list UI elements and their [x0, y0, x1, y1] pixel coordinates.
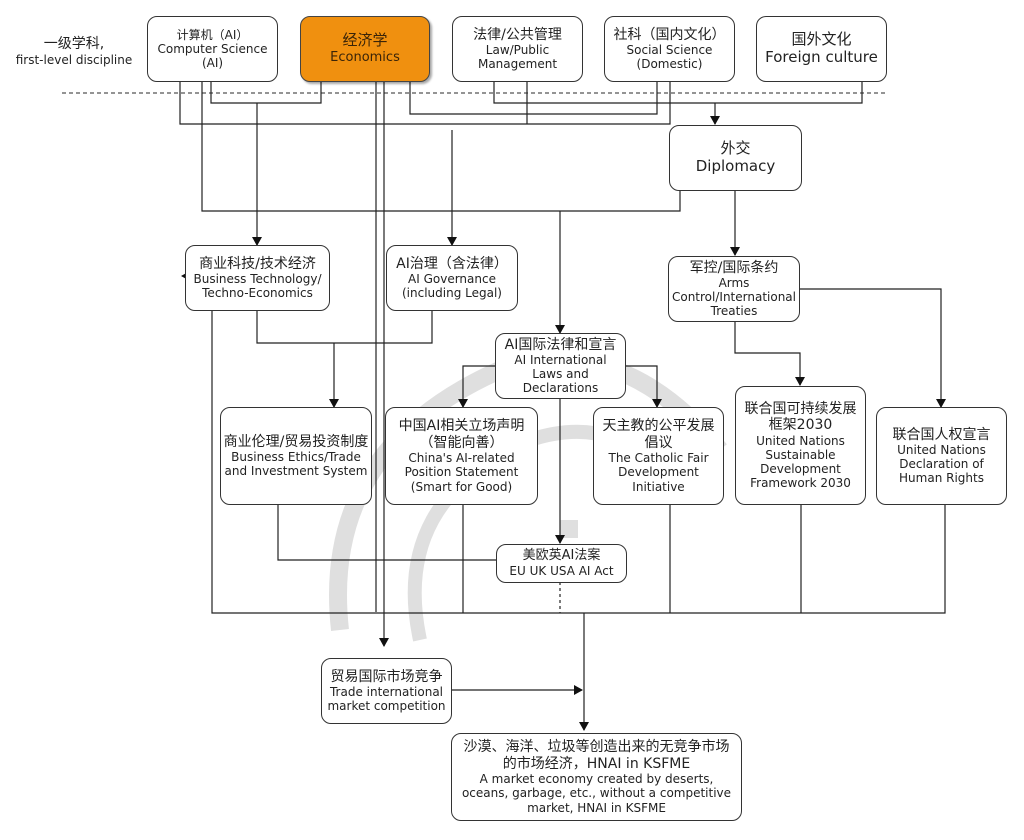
node-label-en: United Nations Declaration of Human Righ…: [897, 443, 986, 486]
node-label-zh: AI治理（含法律）: [396, 255, 508, 272]
node-label-en: Foreign culture: [765, 48, 878, 66]
row-label-zh: 一级学科,: [43, 36, 105, 52]
node-un-human-rights[interactable]: 联合国人权宣言 United Nations Declaration of Hu…: [876, 407, 1007, 505]
node-trade-market-competition[interactable]: 贸易国际市场竞争 Trade international market comp…: [321, 658, 452, 724]
node-label-en: Arms Control/International Treaties: [671, 276, 796, 319]
node-label-en: AI Governance (including Legal): [402, 272, 502, 301]
node-label-en: United Nations Sustainable Development F…: [750, 433, 851, 491]
node-label-en: Trade international market competition: [327, 685, 446, 714]
node-eu-uk-usa-ai-act[interactable]: 美欧英AI法案 EU UK USA AI Act: [496, 544, 627, 583]
node-label-zh: 法律/公共管理: [473, 26, 562, 43]
node-label-zh: 联合国人权宣言: [892, 426, 991, 443]
node-label-en: A market economy created by deserts, oce…: [461, 772, 732, 815]
node-label-zh: 军控/国际条约: [689, 259, 779, 276]
node-label-zh: 美欧英AI法案: [522, 548, 601, 564]
node-label-zh: 天主教的公平发展倡议: [602, 418, 715, 451]
node-final-market-economy[interactable]: 沙漠、海洋、垃圾等创造出来的无竞争市场的市场经济，HNAI in KSFME A…: [451, 733, 742, 821]
node-label-en: Social Science (Domestic): [626, 43, 713, 72]
node-law-public-management[interactable]: 法律/公共管理 Law/Public Management: [452, 16, 583, 82]
node-label-zh: 外交: [720, 139, 751, 158]
node-business-technology[interactable]: 商业科技/技术经济 Business Technology/ Techno-Ec…: [185, 245, 330, 311]
node-label-zh: 联合国可持续发展框架2030: [744, 400, 857, 434]
node-business-ethics[interactable]: 商业伦理/贸易投资制度 Business Ethics/Trade and In…: [220, 407, 372, 505]
node-ai-international-laws[interactable]: AI国际法律和宣言 AI International Laws and Decl…: [495, 333, 626, 399]
node-label-en: Computer Science (AI): [157, 41, 268, 71]
node-computer-science[interactable]: 计算机（AI） Computer Science (AI): [147, 16, 278, 82]
node-label-zh: 国外文化: [791, 30, 852, 49]
node-ai-governance[interactable]: AI治理（含法律） AI Governance (including Legal…: [386, 245, 518, 311]
node-un-sustainable-development[interactable]: 联合国可持续发展框架2030 United Nations Sustainabl…: [735, 386, 866, 505]
row-label-en: first-level discipline: [15, 52, 133, 67]
node-label-zh: 经济学: [342, 31, 388, 50]
discipline-row-label: 一级学科, first-level discipline: [14, 36, 134, 67]
node-label-en: Business Technology/ Techno-Economics: [193, 272, 322, 301]
node-label-zh: 沙漠、海洋、垃圾等创造出来的无竞争市场的市场经济，HNAI in KSFME: [463, 739, 730, 772]
node-label-en: EU UK USA AI Act: [509, 563, 614, 578]
node-social-science[interactable]: 社科（国内文化） Social Science (Domestic): [604, 16, 735, 82]
node-label-en: Law/Public Management: [477, 43, 558, 72]
node-label-en: Business Ethics/Trade and Investment Sys…: [224, 450, 368, 479]
node-label-zh: AI国际法律和宣言: [504, 336, 617, 353]
node-economics[interactable]: 经济学 Economics: [300, 16, 430, 82]
node-label-zh: 贸易国际市场竞争: [330, 668, 443, 685]
node-label-en: Economics: [330, 50, 400, 66]
node-foreign-culture[interactable]: 国外文化 Foreign culture: [756, 16, 887, 82]
node-label-zh: 计算机（AI）: [176, 27, 249, 42]
node-label-zh: 中国AI相关立场声明（智能向善）: [398, 418, 525, 451]
node-label-en: AI International Laws and Declarations: [514, 353, 607, 396]
node-catholic-initiative[interactable]: 天主教的公平发展倡议 The Catholic Fair Development…: [593, 407, 724, 505]
node-label-en: China's AI-related Position Statement (S…: [404, 451, 519, 494]
node-label-zh: 商业科技/技术经济: [199, 255, 316, 272]
node-label-zh: 商业伦理/贸易投资制度: [223, 433, 369, 450]
node-diplomacy[interactable]: 外交 Diplomacy: [669, 125, 802, 191]
node-label-zh: 社科（国内文化）: [613, 26, 726, 43]
node-label-en: The Catholic Fair Development Initiative: [608, 451, 709, 494]
node-arms-control[interactable]: 军控/国际条约 Arms Control/International Treat…: [668, 256, 800, 322]
node-label-en: Diplomacy: [695, 157, 776, 175]
node-china-ai-statement[interactable]: 中国AI相关立场声明（智能向善） China's AI-related Posi…: [385, 407, 538, 505]
